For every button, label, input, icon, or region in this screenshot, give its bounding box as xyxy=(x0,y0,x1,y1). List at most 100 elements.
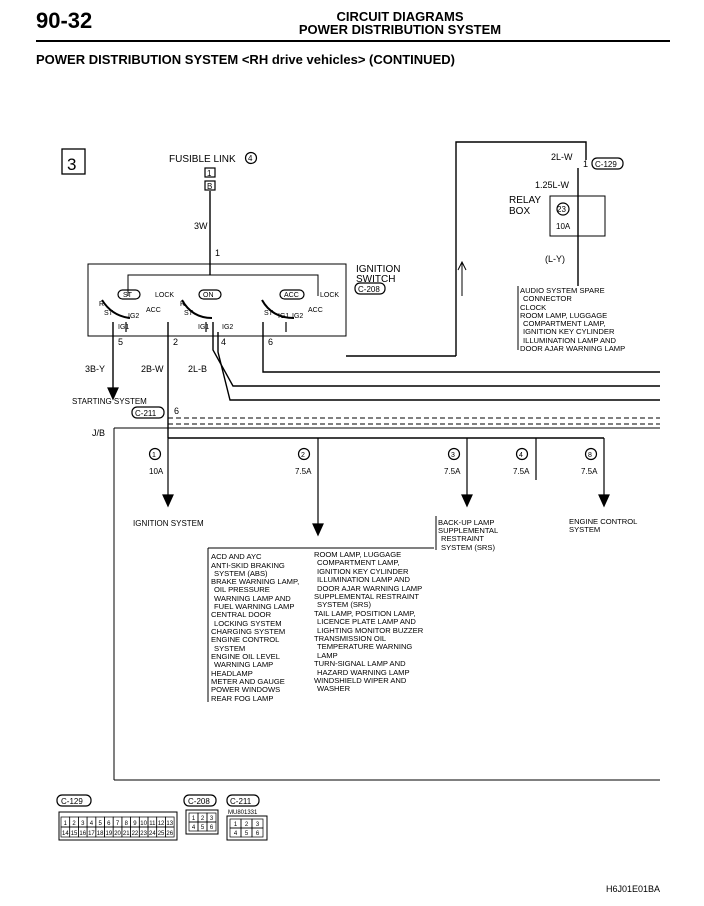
f2r-3: ILLUMINATION LAMP AND xyxy=(317,575,410,584)
fuse-4-rating: 7.5A xyxy=(513,467,530,476)
f2r-8: LICENCE PLATE LAMP AND xyxy=(317,617,416,626)
c129-cell-label-25: 25 xyxy=(158,831,165,837)
wire-2l-w-label: 2L-W xyxy=(551,152,573,162)
fuse-4-number: 4 xyxy=(519,452,523,459)
relay-box-outline xyxy=(549,195,606,237)
jb-label: J/B xyxy=(92,428,105,438)
c129-cell-label-23: 23 xyxy=(140,831,147,837)
f2l-8: LOCKING SYSTEM xyxy=(214,619,282,628)
wire-2l-b xyxy=(212,322,660,387)
c129-cell-label-14: 14 xyxy=(62,831,69,837)
f2l-15: METER AND GAUGE xyxy=(211,677,285,686)
ignition-system-label: IGNITION SYSTEM xyxy=(133,519,204,528)
fuse-1-arrow xyxy=(162,494,174,508)
c211-housing xyxy=(226,815,268,841)
c129-cell-label-13: 13 xyxy=(166,821,173,827)
c129-cell-label-20: 20 xyxy=(114,831,121,837)
page-number: 90-32 xyxy=(36,8,93,33)
c208-cell-label-6: 6 xyxy=(210,825,214,831)
wire-l-y-label: (L-Y) xyxy=(545,254,565,264)
contact-ig2-1: IG2 xyxy=(128,313,139,320)
f2r-10: TRANSMISSION OIL xyxy=(314,634,386,643)
fuse8-load-0: ENGINE CONTROL xyxy=(569,517,637,526)
relay-fuse-rating: 10A xyxy=(556,222,571,231)
relay-load-1: CONNECTOR xyxy=(523,294,572,303)
fuse-8-rating: 7.5A xyxy=(581,467,598,476)
relay-label-1: RELAY xyxy=(509,195,541,206)
f2l-14: HEADLAMP xyxy=(211,669,253,678)
fuse-8-number: 8 xyxy=(588,452,592,459)
f2l-16: POWER WINDOWS xyxy=(211,685,280,694)
c208-cell-label-1: 1 xyxy=(192,816,196,822)
c129-cell-label-21: 21 xyxy=(123,831,130,837)
fuse3-load-2: RESTRAINT xyxy=(441,534,484,543)
f2l-5: WARNING LAMP AND xyxy=(214,594,291,603)
starting-system-label: STARTING SYSTEM xyxy=(72,397,147,406)
wire-2l-w xyxy=(455,141,587,356)
f2r-15: WINDSHIELD WIPER AND xyxy=(314,676,407,685)
fuse-2-arrow xyxy=(312,523,324,537)
contact-acc-1: ACC xyxy=(146,307,161,314)
c208-cell-label-5: 5 xyxy=(201,825,205,831)
contact-r-1: R xyxy=(99,301,104,308)
c129-cell-label-11: 11 xyxy=(149,821,156,827)
st-contact-arc xyxy=(101,299,131,319)
pos-acc-tag xyxy=(279,289,305,300)
on-contact-arc xyxy=(181,299,213,319)
c129-tag xyxy=(591,157,624,170)
relay-load-0: AUDIO SYSTEM SPARE xyxy=(520,286,605,295)
starting-arrow xyxy=(107,387,119,401)
ignition-label-2: SWITCH xyxy=(356,274,395,285)
section-box xyxy=(61,148,86,175)
pos-st-tag xyxy=(117,289,141,300)
c211-cell-label-6: 6 xyxy=(256,831,260,837)
c129-cell-label-4: 4 xyxy=(90,821,94,827)
fuse-2-rating: 7.5A xyxy=(295,467,312,476)
fuse-2-number: 2 xyxy=(301,452,305,459)
fuse3-load-3: SYSTEM (SRS) xyxy=(441,543,495,552)
f2r-7: TAIL LAMP, POSITION LAMP, xyxy=(314,609,415,618)
c129-cell-label-26: 26 xyxy=(166,831,173,837)
c208-tag xyxy=(354,282,386,295)
relay-load-3: ROOM LAMP, LUGGAGE xyxy=(520,311,607,320)
fuse-3 xyxy=(447,438,468,505)
c211-cell-label-4: 4 xyxy=(234,831,238,837)
c129-cell-label-17: 17 xyxy=(88,831,95,837)
contact-st-2: ST xyxy=(184,310,194,317)
terminal-4: 4 xyxy=(221,337,226,347)
c129-cell-label-7: 7 xyxy=(116,821,120,827)
contact-acc-2: ACC xyxy=(308,307,323,314)
c211-label: C-211 xyxy=(135,409,157,418)
f2l-7: CENTRAL DOOR xyxy=(211,610,272,619)
terminal-5: 5 xyxy=(118,337,123,347)
diagram-subtitle: POWER DISTRIBUTION SYSTEM <RH drive vehi… xyxy=(36,52,455,67)
wire-t6 xyxy=(262,322,660,373)
c211-cell-label-1: 1 xyxy=(234,822,238,828)
f2l-0: ACD AND AYC xyxy=(211,552,262,561)
c129-cell-label-9: 9 xyxy=(133,821,137,827)
f2r-0: ROOM LAMP, LUGGAGE xyxy=(314,550,401,559)
c211-cell-label-3: 3 xyxy=(256,822,260,828)
ignition-label-1: IGNITION xyxy=(356,264,400,275)
c129-cell-26 xyxy=(165,826,175,838)
f2l-1: ANTI-SKID BRAKING xyxy=(211,561,285,570)
c211-cell-6 xyxy=(251,827,264,838)
relay-fuse-number: 23 xyxy=(557,205,566,214)
c129-cell-label-22: 22 xyxy=(132,831,139,837)
ign-pin-1: 1 xyxy=(215,248,220,258)
relay-load-7: DOOR AJAR WARNING LAMP xyxy=(520,344,625,353)
relay-pin: 1 xyxy=(583,159,588,169)
wire-3w-label: 3W xyxy=(194,221,208,231)
wire-2l-b-label: 2L-B xyxy=(188,364,207,374)
f2l-2: SYSTEM (ABS) xyxy=(214,569,268,578)
contact-ig1-1: IG1 xyxy=(118,324,129,331)
fusible-link-pin-letter: B xyxy=(207,182,212,191)
c211-cell-label-5: 5 xyxy=(245,831,249,837)
wire-2b-w-label: 2B-W xyxy=(141,364,164,374)
fusible-link-letter-box xyxy=(204,180,216,191)
terminal-2: 2 xyxy=(173,337,178,347)
c211-part-number: MU801331 xyxy=(228,810,258,816)
f2l-17: REAR FOG LAMP xyxy=(211,694,273,703)
pos-on-tag xyxy=(198,289,222,300)
section-number: 3 xyxy=(67,155,76,174)
